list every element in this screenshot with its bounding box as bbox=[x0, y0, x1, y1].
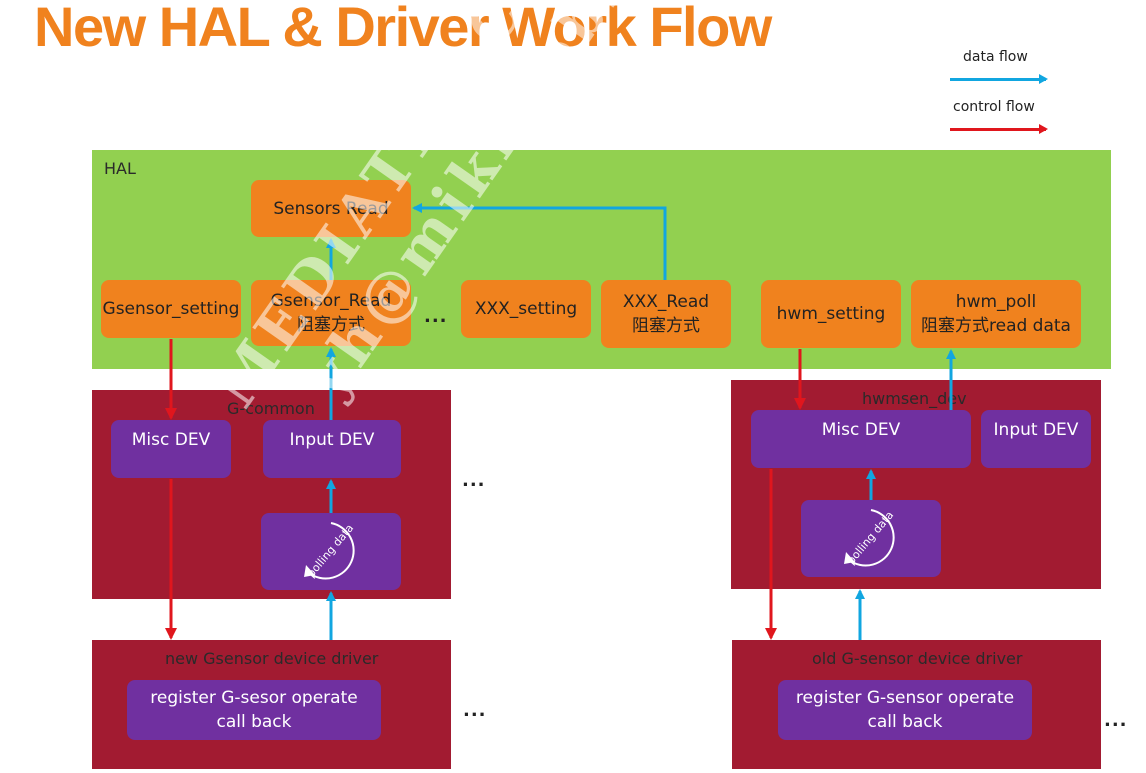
legend-data-flow-arrow bbox=[950, 74, 1048, 84]
g-common-label: G-common bbox=[227, 399, 315, 418]
gsensor-read-box: Gsensor_Read 阻塞方式 bbox=[251, 280, 411, 346]
hwmsen-misc-dev-box: Misc DEV bbox=[751, 410, 971, 468]
gsensor-setting-box: Gsensor_setting bbox=[101, 280, 241, 338]
g-common-input-dev-label: Input DEV bbox=[289, 430, 375, 450]
hwmsen-polling-box: polling data bbox=[801, 500, 941, 577]
g-common-ellipsis: ... bbox=[462, 470, 486, 491]
new-driver-register-label: register G-sesor operate call back bbox=[150, 688, 358, 732]
page-title: New HAL & Driver Work Flow bbox=[34, 0, 772, 58]
hwmsen-input-dev-box: Input DEV bbox=[981, 410, 1091, 468]
xxx-setting-box: XXX_setting bbox=[461, 280, 591, 338]
xxx-setting-label: XXX_setting bbox=[474, 299, 578, 319]
hwmsen-polling-cycle-icon: polling data bbox=[844, 509, 896, 567]
g-common-misc-dev-label: Misc DEV bbox=[131, 430, 211, 450]
gsensor-setting-label: Gsensor_setting bbox=[102, 299, 240, 319]
hwm-poll-label: hwm_poll bbox=[955, 292, 1037, 312]
gsensor-read-mode: 阻塞方式 bbox=[297, 315, 365, 335]
gsensor-read-label: Gsensor_Read bbox=[270, 291, 392, 311]
old-driver-register-label: register G-sensor operate call back bbox=[795, 688, 1015, 732]
hwmsen-misc-dev-label: Misc DEV bbox=[821, 420, 901, 440]
new-gsensor-driver-label: new Gsensor device driver bbox=[165, 649, 379, 668]
xxx-read-label: XXX_Read bbox=[622, 292, 710, 312]
old-driver-ellipsis: ... bbox=[1104, 710, 1128, 731]
g-common-input-dev-box: Input DEV bbox=[263, 420, 401, 478]
g-common-polling-box: polling data bbox=[261, 513, 401, 590]
hwmsen-dev-label: hwmsen_dev bbox=[862, 389, 967, 408]
hal-label: HAL bbox=[104, 159, 136, 178]
new-driver-register-box: register G-sesor operate call back bbox=[127, 680, 381, 740]
hwm-poll-box: hwm_poll 阻塞方式read data bbox=[911, 280, 1081, 348]
sensors-read-label: Sensors Read bbox=[273, 198, 389, 219]
new-driver-ellipsis: ... bbox=[463, 700, 487, 721]
sensors-read-box: Sensors Read bbox=[251, 180, 411, 237]
data-flow-xxx-to-sensors-read bbox=[412, 203, 667, 280]
g-common-polling-cycle-icon: polling data bbox=[304, 522, 356, 580]
hwmsen-input-dev-label: Input DEV bbox=[993, 420, 1079, 440]
old-driver-register-box: register G-sensor operate call back bbox=[778, 680, 1032, 740]
hwm-setting-label: hwm_setting bbox=[776, 304, 886, 324]
legend-control-flow-label: control flow bbox=[953, 99, 1035, 115]
g-common-misc-dev-box: Misc DEV bbox=[111, 420, 231, 478]
hwm-poll-mode: 阻塞方式read data bbox=[921, 316, 1071, 336]
old-gsensor-driver-label: old G-sensor device driver bbox=[812, 649, 1023, 668]
hwm-setting-box: hwm_setting bbox=[761, 280, 901, 348]
legend-control-flow-arrow bbox=[950, 124, 1048, 134]
xxx-read-box: XXX_Read 阻塞方式 bbox=[601, 280, 731, 348]
xxx-read-mode: 阻塞方式 bbox=[632, 316, 700, 336]
legend-data-flow-label: data flow bbox=[963, 49, 1028, 65]
hal-ellipsis: ... bbox=[424, 306, 448, 327]
